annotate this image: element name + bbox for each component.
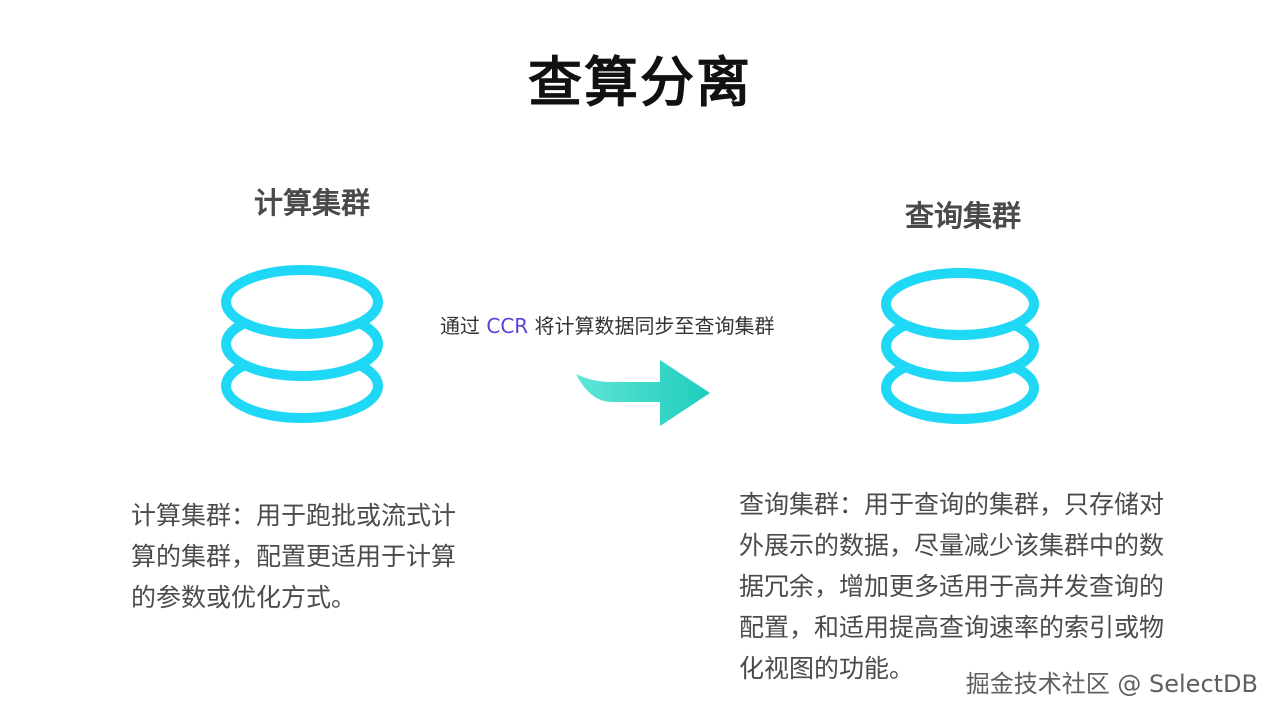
description-line: 查询集群：用于查询的集群，只存储对 — [739, 490, 1165, 519]
description-line: 化视图的功能。 — [739, 654, 915, 683]
description-line: 的参数或优化方式。 — [131, 583, 357, 612]
arrow-right-icon — [576, 360, 710, 426]
database-icon — [881, 268, 1039, 424]
database-icon — [221, 265, 383, 423]
ccr-sync-caption: 通过 CCR 将计算数据同步至查询集群 — [440, 310, 840, 339]
description-line: 计算集群：用于跑批或流式计 — [131, 501, 457, 530]
description-line: 外展示的数据，尽量减少该集群中的数 — [739, 531, 1165, 560]
caption-suffix: 将计算数据同步至查询集群 — [528, 314, 775, 338]
compute-cluster-description: 计算集群：用于跑批或流式计 算的集群，配置更适用于计算 的参数或优化方式。 — [131, 495, 456, 618]
compute-cluster-label: 计算集群 — [253, 186, 370, 220]
caption-prefix: 通过 — [440, 314, 487, 338]
description-line: 算的集群，配置更适用于计算 — [131, 542, 457, 571]
ccr-accent-text: CCR — [486, 314, 529, 338]
query-cluster-label: 查询集群 — [904, 199, 1021, 233]
page-title: 查算分离 — [528, 51, 752, 114]
query-cluster-description: 查询集群：用于查询的集群，只存储对 外展示的数据，尽量减少该集群中的数 据冗余，… — [739, 484, 1164, 689]
description-line: 据冗余，增加更多适用于高并发查询的 — [739, 572, 1165, 601]
description-line: 配置，和适用提高查询速率的索引或物 — [739, 613, 1165, 642]
footer-watermark: 掘金技术社区 @ SelectDB — [965, 670, 1258, 698]
